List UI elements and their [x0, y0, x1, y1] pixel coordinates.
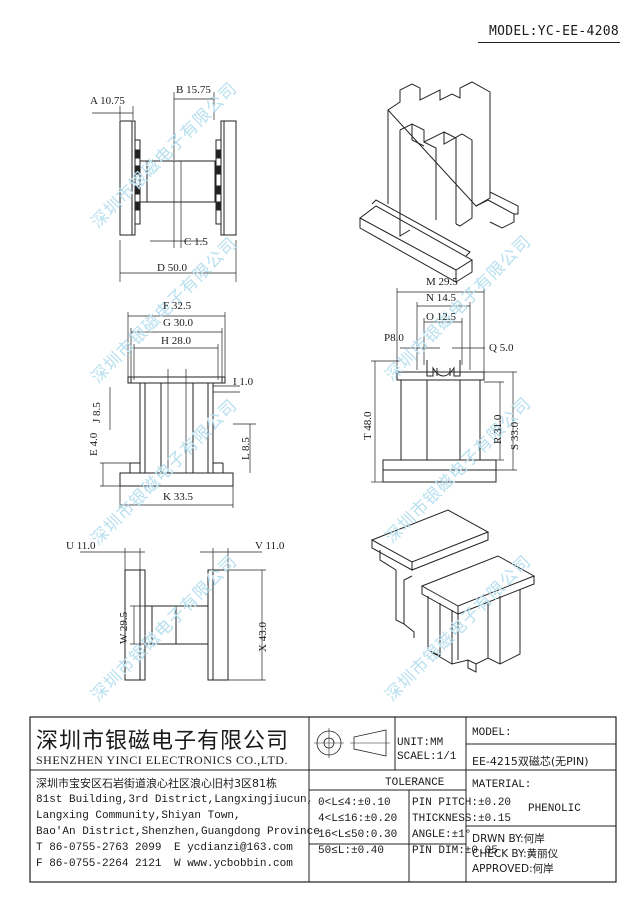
address-en-2: Langxing Community,Shiyan Town, [36, 810, 241, 822]
dim-m: M 29.5 [426, 276, 458, 288]
dim-i: I 1.0 [233, 376, 254, 388]
dim-t: T 48.0 [362, 411, 374, 440]
title-block-frame [29, 716, 617, 883]
dim-j: J 8.5 [91, 402, 103, 423]
dim-c: C 1.5 [184, 236, 208, 248]
dim-a: A 10.75 [90, 95, 125, 107]
tolerance-row: 4<L≤16:±0.20 [318, 813, 398, 825]
dim-o: O 12.5 [426, 311, 456, 323]
fax-number: F 86-0755-2264 2121 [36, 858, 162, 870]
dim-k: K 33.5 [163, 491, 193, 503]
dim-w: W 29.5 [118, 611, 130, 644]
top-view-bottom [80, 548, 266, 681]
company-name-en: SHENZHEN YINCI ELECTRONICS CO.,LTD. [36, 753, 288, 767]
side-view-top [92, 92, 237, 282]
email-address: E ycdianzi@163.com [174, 842, 293, 854]
scale-label: SCAEL:1/1 [397, 751, 457, 763]
dim-r: R 31.0 [492, 414, 504, 444]
dim-q: Q 5.0 [489, 342, 514, 354]
dim-v: V 11.0 [255, 540, 285, 552]
tolerance-title: TOLERANCE [385, 777, 445, 789]
pin-spec-row: ANGLE:±1° [412, 829, 472, 841]
isometric-view-top [359, 81, 519, 283]
pin-spec-row: PIN PITCH:±0.20 [412, 797, 512, 809]
dim-s: S 33.0 [509, 421, 521, 450]
address-en-1: 81st Building,3rd District,Langxingjiucu… [36, 794, 314, 806]
front-view-middle [100, 312, 256, 508]
tel-number: T 86-0755-2763 2099 [36, 842, 162, 854]
isometric-view-bottom [370, 509, 536, 673]
address-en-3: Bao'An District,Shenzhen,Guangdong Provi… [36, 826, 320, 838]
address-cn: 深圳市宝安区石岩街道浪心社区浪心旧村3区81栋 [36, 777, 277, 790]
drawn-by: DRWN BY:何岸 [472, 833, 545, 845]
unit-label: UNIT:MM [397, 737, 444, 749]
dim-f: F 32.5 [163, 300, 192, 312]
tolerance-row: 0<L≤4:±0.10 [318, 797, 391, 809]
model-title: MODEL: [472, 727, 512, 739]
side-view-middle [371, 288, 517, 483]
dim-b: B 15.75 [176, 84, 211, 96]
material-title: MATERIAL: [472, 779, 532, 791]
company-name-cn: 深圳市银磁电子有限公司 [36, 729, 290, 754]
tolerance-row: 16<L≤50:0.30 [318, 829, 398, 841]
approved-by: APPROVED:何岸 [472, 863, 554, 875]
dim-p: P8.0 [384, 332, 404, 344]
dim-x: X 43.0 [257, 622, 269, 652]
dim-n: N 14.5 [426, 292, 456, 304]
model-label: MODEL:YC-EE-4208 [488, 24, 619, 39]
pin-spec-row: PIN DIM:±0.05 [412, 845, 498, 857]
dim-h: H 28.0 [161, 335, 191, 347]
check-by: CHECK BY:黄丽仪 [472, 848, 559, 860]
dim-d: D 50.0 [157, 262, 187, 274]
dim-g: G 30.0 [163, 317, 193, 329]
dim-l: L 8.5 [240, 437, 252, 460]
website: W www.ycbobbin.com [174, 858, 293, 870]
tolerance-row: 50≤L:±0.40 [318, 845, 385, 857]
dim-e: E 4.0 [88, 432, 100, 456]
pin-spec-row: THICKNESS:±0.15 [412, 813, 512, 825]
model-value: EE-4215双磁芯(无PIN) [472, 755, 589, 768]
material-value: PHENOLIC [528, 803, 581, 815]
dim-u: U 11.0 [66, 540, 96, 552]
model-underline [478, 42, 620, 43]
title-block: 深圳市银磁电子有限公司 SHENZHEN YINCI ELECTRONICS C… [30, 717, 616, 882]
